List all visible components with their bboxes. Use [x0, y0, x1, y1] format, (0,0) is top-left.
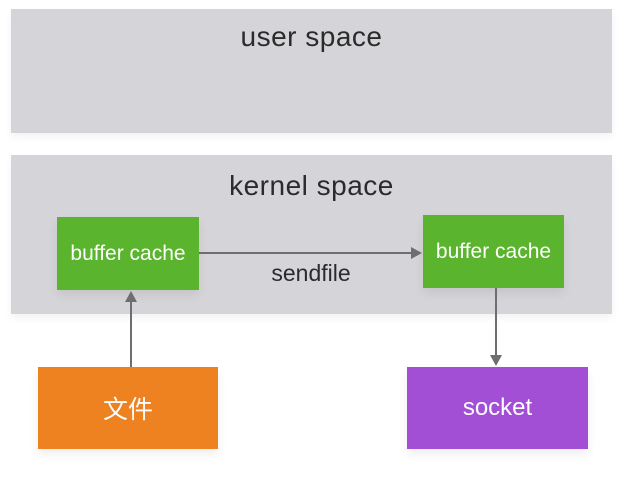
buffer-cache-left-label: buffer cache — [70, 241, 186, 265]
kernel-space-title: kernel space — [229, 170, 394, 201]
buffer-cache-right-node: buffer cache — [423, 215, 564, 288]
user-space-title: user space — [240, 21, 383, 52]
file-node-label: 文件 — [102, 396, 153, 424]
buffer-to-socket-arrow-down-icon — [490, 288, 502, 366]
file-to-buffer-arrow-up-icon — [125, 291, 137, 367]
buffer-cache-left-node: buffer cache — [57, 217, 199, 290]
user-space-region: user space — [11, 9, 612, 133]
buffer-cache-right-label: buffer cache — [435, 239, 552, 263]
socket-node: socket — [407, 367, 588, 449]
sendfile-edge-label: sendfile — [271, 260, 351, 286]
sendfile-arrow-right-icon — [199, 247, 422, 259]
socket-node-label: socket — [462, 394, 533, 421]
file-node: 文件 — [38, 367, 218, 449]
